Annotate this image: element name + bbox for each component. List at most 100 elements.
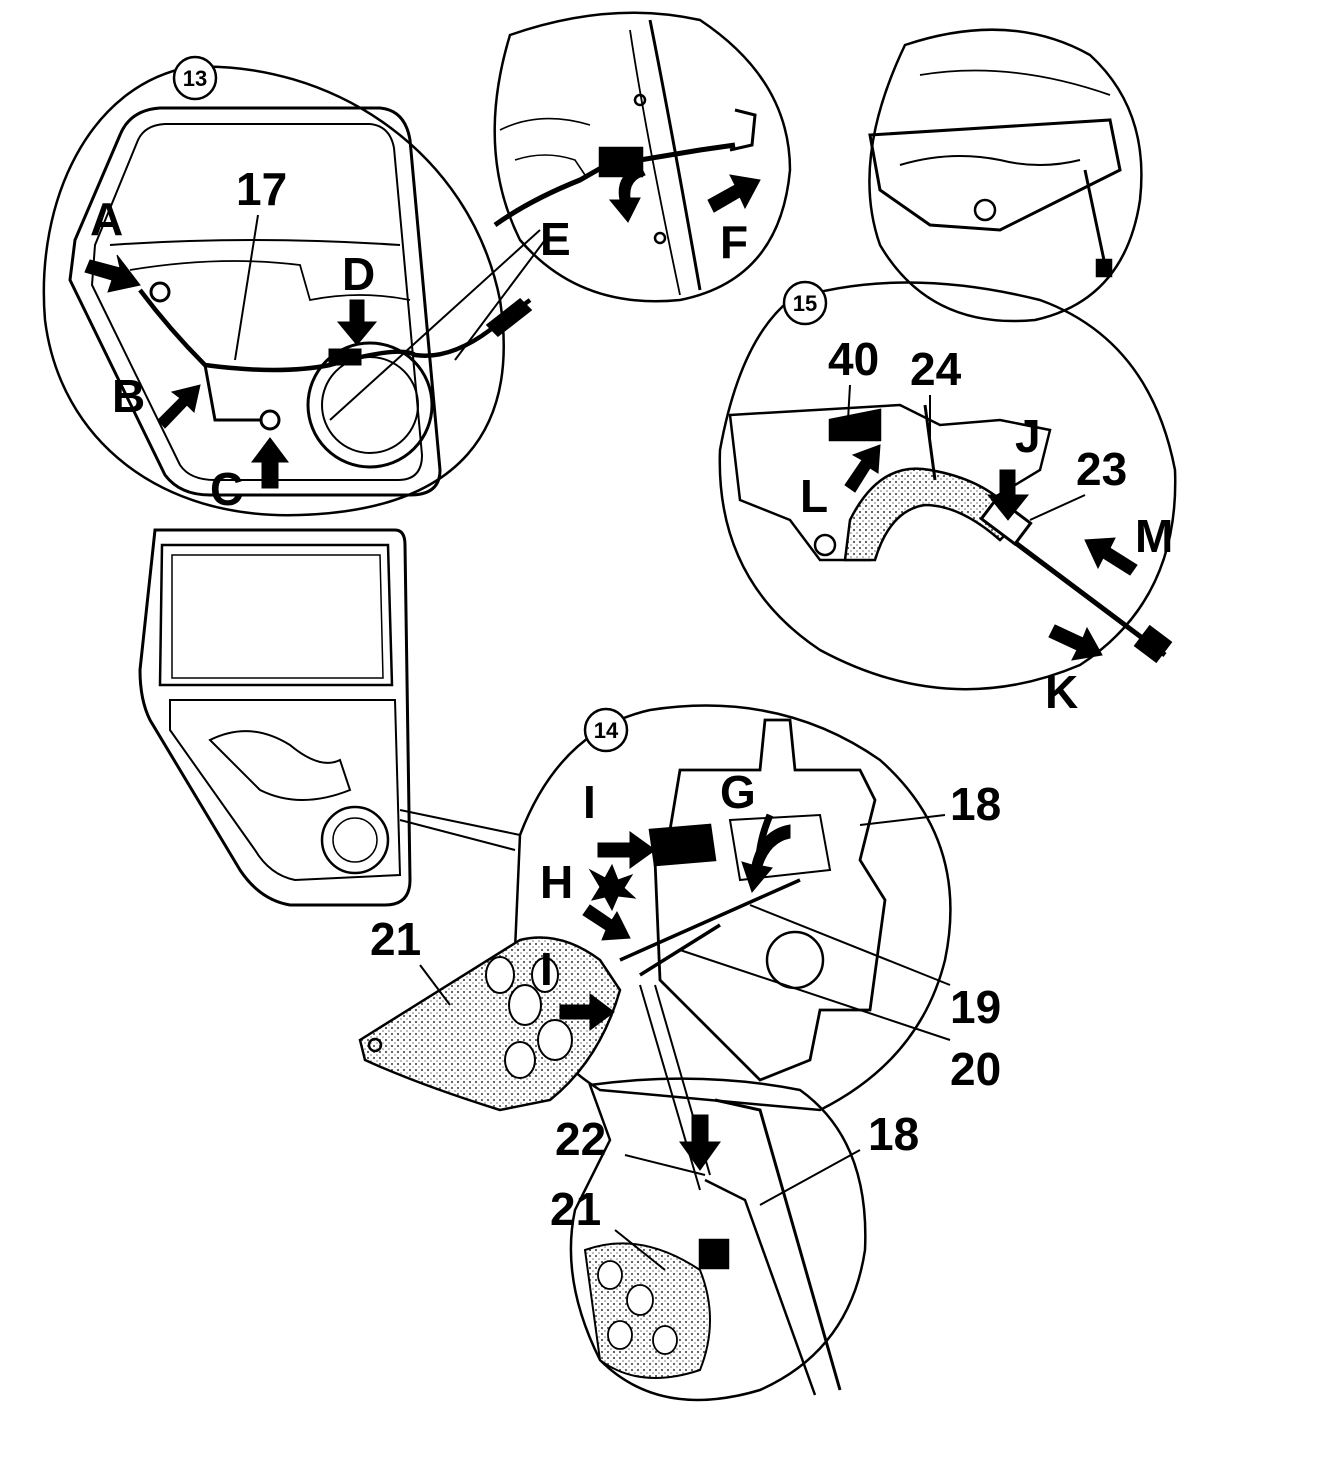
callout-40: 40	[828, 333, 879, 385]
window-frame-outer	[68, 106, 442, 497]
callout-h: H	[540, 856, 573, 908]
inset-lock-top-circle	[868, 28, 1143, 323]
clip-22	[698, 1238, 730, 1270]
leader-22	[624, 1154, 706, 1176]
callout-21-main: 21	[370, 913, 421, 965]
arrows	[84, 164, 1138, 1171]
callout-18-main: 18	[950, 778, 1001, 830]
arrow-d	[336, 299, 378, 346]
callout-20: 20	[950, 1043, 1001, 1095]
door-mechanism	[208, 730, 352, 801]
lock-rod-end	[1095, 258, 1113, 278]
clip-a	[149, 281, 171, 303]
lock-housing-detail	[899, 155, 1081, 166]
view-markers: 13 15 14	[172, 55, 828, 753]
detail-14	[358, 704, 952, 1112]
door-speaker-inner	[332, 817, 378, 863]
pointer-to-inset-e-1	[329, 229, 541, 421]
leader-21-main	[419, 964, 451, 1006]
door-window-opening	[158, 543, 394, 687]
callout-19: 19	[950, 981, 1001, 1033]
leader-40	[847, 384, 851, 421]
insulation-cells	[485, 956, 573, 1079]
callout-18-inset: 18	[868, 1108, 919, 1160]
callout-j: J	[1015, 410, 1041, 462]
arrow-j	[986, 469, 1030, 521]
door-window-glass	[171, 554, 384, 679]
leader-18-inset	[759, 1149, 861, 1206]
callout-23: 23	[1076, 443, 1127, 495]
callout-k: K	[1045, 666, 1078, 718]
door-overview	[138, 528, 521, 907]
arrow-b	[157, 384, 201, 429]
connector-plug	[485, 298, 533, 337]
arrow-e-curve	[608, 164, 646, 223]
bolt-inset-ef-2	[633, 93, 647, 107]
insulation-cells-22	[597, 1260, 678, 1355]
leader-18-main	[859, 814, 946, 826]
detail-14-circle	[513, 704, 952, 1112]
arrow-22	[679, 1114, 721, 1171]
callout-f: F	[720, 216, 748, 268]
lock-gear	[765, 930, 825, 990]
detail-13	[42, 65, 546, 517]
leader-21-inset	[614, 1229, 666, 1271]
door-inner-panel	[169, 699, 402, 882]
lock-unit-18	[653, 718, 887, 1082]
clip-24	[923, 404, 937, 481]
arrow-i-upper	[597, 831, 656, 869]
arrow-f	[707, 174, 761, 213]
callout-i-lower: I	[540, 943, 553, 995]
callout-a: A	[90, 193, 123, 245]
rod-end-cap	[1133, 624, 1173, 664]
panel-detail-2	[514, 154, 586, 176]
view-marker-14-label: 14	[594, 718, 619, 743]
detail-15-circle	[718, 281, 1177, 691]
clip-hi	[648, 823, 717, 867]
view-marker-14: 14	[583, 707, 629, 753]
panel-ridge-top	[919, 69, 1111, 96]
pointer-to-detail-14-b	[399, 819, 516, 851]
bolt-inset-ef	[653, 231, 667, 245]
speaker-opening	[306, 341, 434, 469]
lock-rod-top	[1083, 169, 1107, 266]
glass-bottom-edge	[109, 239, 401, 246]
callout-l: L	[800, 470, 828, 522]
pointer-14-to-22-a	[639, 984, 701, 1191]
letter-callouts: A B C D E F G H I I J K L M	[90, 193, 1173, 995]
pillar-edge-2	[629, 29, 681, 296]
arrow-hi-star	[588, 863, 637, 912]
leader-17	[234, 214, 259, 361]
leader-23	[1029, 494, 1086, 521]
lock-edge-22-b	[704, 1178, 817, 1396]
pointer-to-detail-14	[399, 809, 521, 836]
detail-13-circle	[42, 65, 505, 517]
part-callouts: 17 18 19 20 21 22 21 18 23 24 40	[234, 163, 1127, 1235]
callout-c: C	[210, 463, 243, 515]
callout-d: D	[342, 248, 375, 300]
lock-bolt-top	[973, 198, 997, 222]
connector-40	[828, 408, 882, 442]
clip-c	[259, 409, 281, 431]
speaker-opening-inner	[321, 356, 419, 454]
view-marker-13-label: 13	[183, 66, 207, 91]
insulation-hole	[367, 1037, 383, 1053]
arrow-k	[1048, 624, 1103, 661]
callout-b: B	[112, 370, 145, 422]
arrow-g-curve	[741, 824, 791, 894]
callout-24: 24	[910, 343, 962, 395]
arrow-m	[1084, 537, 1138, 576]
callout-m: M	[1135, 510, 1173, 562]
callout-i-upper: I	[583, 776, 596, 828]
door-speaker	[320, 805, 390, 875]
bolt-15	[813, 533, 837, 557]
view-marker-13: 13	[172, 55, 218, 101]
arrow-c	[251, 437, 289, 489]
arrow-l	[844, 444, 881, 493]
arrow-a	[84, 254, 141, 293]
latch-hook	[729, 108, 757, 152]
arrow-i-lower	[559, 993, 615, 1031]
inset-22-circle	[569, 1077, 867, 1402]
door-panel-contour	[129, 260, 411, 302]
